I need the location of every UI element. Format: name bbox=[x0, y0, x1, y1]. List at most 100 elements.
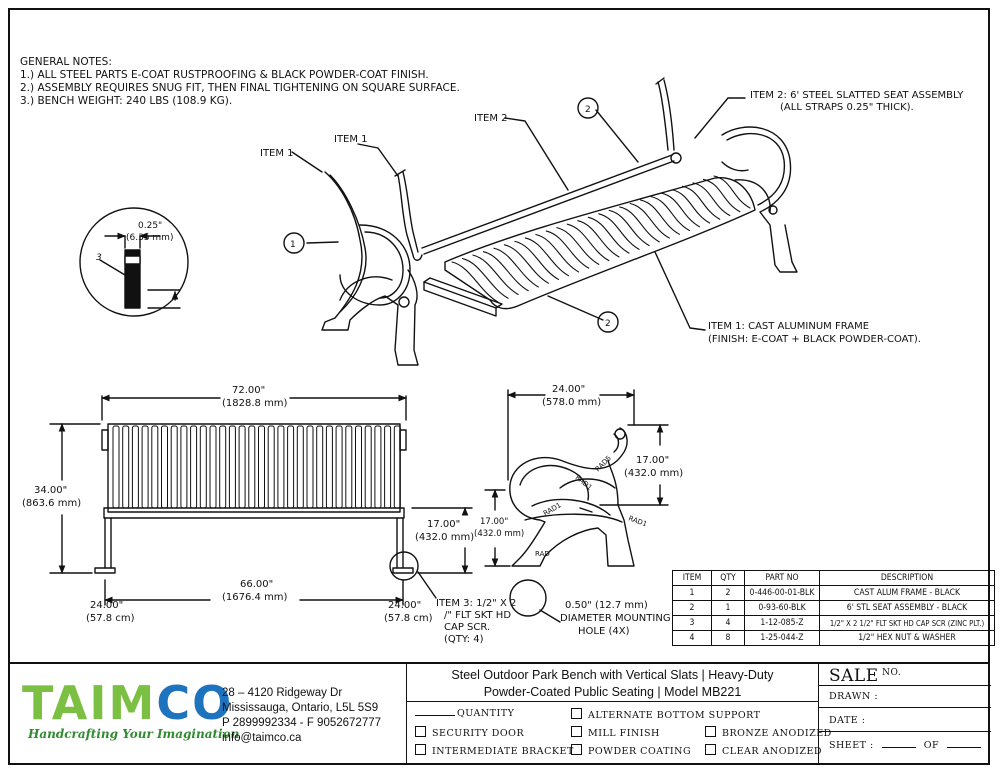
option-label: SECURITY DOOR bbox=[432, 728, 525, 739]
checkbox[interactable] bbox=[571, 708, 582, 719]
cell: 1/2" X 2 1/2" FLT SKT HD CAP SCR (ZINC P… bbox=[819, 615, 995, 631]
item3-line-4: (QTY: 4) bbox=[444, 634, 484, 645]
option-label: BRONZE ANODIZED bbox=[722, 728, 832, 739]
option-powder-coating[interactable]: POWDER COATING bbox=[571, 744, 691, 757]
side-back-mm: (432.0 mm) bbox=[624, 468, 683, 479]
title-line-1: Steel Outdoor Park Bench with Vertical S… bbox=[451, 668, 774, 682]
iso-seat-outline bbox=[444, 177, 756, 310]
front-slat bbox=[131, 425, 139, 509]
callout-item1-desc-1: ITEM 1: CAST ALUMINUM FRAME bbox=[708, 321, 869, 332]
sheet-border bbox=[8, 8, 990, 765]
item3-line-2: /" FLT SKT HD bbox=[444, 610, 511, 621]
address-line: 28 – 4120 Ridgeway Dr bbox=[222, 687, 343, 699]
front-slat bbox=[248, 425, 256, 509]
seat-slat bbox=[608, 209, 650, 247]
cell: 1-12-085-Z bbox=[744, 615, 820, 631]
checkbox[interactable] bbox=[705, 726, 716, 737]
note-3: 3.) BENCH WEIGHT: 240 LBS (108.9 KG). bbox=[20, 95, 233, 107]
detail-dim-in: 0.25" bbox=[138, 221, 162, 231]
side-depth-in: 24.00" bbox=[552, 384, 585, 395]
cell: 6' STL SEAT ASSEMBLY - BLACK bbox=[819, 600, 995, 616]
sale-no-label: NO. bbox=[882, 668, 902, 678]
callout-item2-desc-2: (ALL STRAPS 0.25" THICK). bbox=[780, 102, 914, 113]
item3-line-3: CAP SCR. bbox=[444, 622, 490, 633]
option-security-door[interactable]: SECURITY DOOR bbox=[415, 726, 524, 739]
front-slat bbox=[161, 425, 168, 509]
sale-row: SALE NO. bbox=[819, 664, 991, 686]
checkbox[interactable] bbox=[415, 744, 426, 755]
front-right-depth-in: 24.00" bbox=[388, 600, 421, 611]
address-line: Mississauga, Ontario, L5L 5S9 bbox=[222, 702, 379, 714]
iso-rail bbox=[421, 77, 682, 255]
front-height-mm: (863.6 mm) bbox=[22, 498, 81, 509]
seat-slat bbox=[650, 196, 691, 232]
option-clear-anodized[interactable]: CLEAR ANODIZED bbox=[705, 744, 822, 757]
drawn-row: DRAWN : bbox=[819, 686, 991, 708]
front-slat bbox=[335, 425, 343, 509]
date-row: DATE : bbox=[819, 708, 991, 732]
table-row: 4 8 1-25-044-Z 1/2" HEX NUT & WASHER bbox=[672, 630, 995, 646]
hole-line-3: HOLE (4X) bbox=[578, 626, 630, 637]
cell: 1-25-044-Z bbox=[744, 630, 820, 646]
front-width-mm: (1828.8 mm) bbox=[222, 398, 288, 409]
front-slat bbox=[316, 425, 324, 509]
general-notes: GENERAL NOTES: 1.) ALL STEEL PARTS E-COA… bbox=[20, 56, 460, 108]
logo-tagline: Handcrafting Your Imagination bbox=[28, 727, 240, 741]
front-slat bbox=[384, 425, 392, 509]
seat-slat bbox=[587, 216, 630, 254]
front-slat bbox=[209, 425, 217, 509]
option-alternate-bottom-support[interactable]: ALTERNATE BOTTOM SUPPORT bbox=[571, 708, 761, 721]
detail-number: 3 bbox=[96, 253, 102, 263]
front-elevation bbox=[49, 394, 473, 606]
iso-end-bar bbox=[423, 277, 503, 317]
front-slat bbox=[296, 425, 304, 509]
seat-slat bbox=[682, 185, 721, 220]
option-mill-finish[interactable]: MILL FINISH bbox=[571, 726, 660, 739]
item3-line-1: ITEM 3: 1/2" X 2 bbox=[436, 598, 516, 609]
title-line-2: Powder-Coated Public Seating | Model MB2… bbox=[483, 685, 742, 699]
seat-slat bbox=[661, 192, 701, 228]
of-label: OF bbox=[923, 740, 940, 751]
cell: 4 bbox=[711, 615, 745, 631]
option-intermediate-bracket[interactable]: INTERMEDIATE BRACKET bbox=[415, 744, 574, 757]
seat-slat bbox=[556, 227, 600, 265]
front-slat bbox=[364, 425, 372, 509]
option-label: ALTERNATE BOTTOM SUPPORT bbox=[588, 710, 761, 721]
checkbox[interactable] bbox=[705, 744, 716, 755]
front-slat bbox=[238, 425, 246, 509]
front-left-depth-cm: (57.8 cm) bbox=[86, 613, 135, 624]
cell: 0-446-00-01-BLK bbox=[744, 585, 820, 601]
checkbox[interactable] bbox=[571, 744, 582, 755]
logo-part-2: CO bbox=[156, 676, 234, 730]
table-row: 1 2 0-446-00-01-BLK CAST ALUM FRAME - BL… bbox=[672, 585, 995, 601]
hole-line-2: DIAMETER MOUNTING bbox=[560, 613, 671, 624]
email: info@taimco.ca bbox=[222, 732, 302, 744]
bubble-1: 1 bbox=[290, 240, 296, 250]
option-label: POWDER COATING bbox=[588, 746, 692, 757]
phone-fax: P 2899992334 - F 9052672777 bbox=[222, 717, 382, 729]
callout-item1-left: ITEM 1 bbox=[260, 148, 294, 159]
logo-part-1: TAIM bbox=[22, 676, 157, 730]
sale-label: SALE bbox=[829, 666, 879, 686]
front-height-in: 34.00" bbox=[34, 485, 67, 496]
seat-slat bbox=[692, 182, 731, 217]
front-slat bbox=[190, 425, 198, 509]
seat-slat bbox=[514, 240, 560, 280]
parts-table: ITEM QTY PART NO DESCRIPTION 1 2 0-446-0… bbox=[672, 570, 995, 646]
col-description: DESCRIPTION bbox=[819, 570, 995, 586]
table-row: 2 1 0-93-60-BLK 6' STL SEAT ASSEMBLY - B… bbox=[672, 600, 995, 616]
front-slat bbox=[374, 425, 382, 509]
checkbox[interactable] bbox=[415, 726, 426, 737]
option-label: MILL FINISH bbox=[588, 728, 660, 739]
options-panel: QUANTITY SECURITY DOOR INTERMEDIATE BRAC… bbox=[406, 702, 831, 765]
rad-label-4: RAD1 bbox=[627, 514, 648, 528]
rad-label-5: RAD5 bbox=[594, 454, 613, 473]
seat-slat bbox=[482, 251, 529, 292]
checkbox[interactable] bbox=[571, 726, 582, 737]
front-slat bbox=[219, 425, 227, 509]
seat-slat bbox=[535, 233, 580, 273]
seat-slat bbox=[640, 199, 680, 235]
option-bronze-anodized[interactable]: BRONZE ANODIZED bbox=[705, 726, 832, 739]
